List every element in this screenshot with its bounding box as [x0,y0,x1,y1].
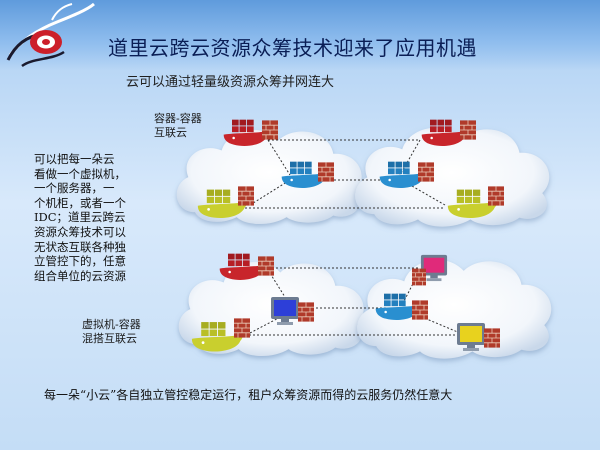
label-vm-container-text: 虚拟机-容器 混搭互联云 [82,318,141,345]
description-line: 无状态互联各种独 [34,239,126,254]
logo-swirl-icon [6,2,95,68]
description-line: IDC；道里云跨云 [34,210,126,225]
label-vm-container-cloud: 虚拟机-容器 混搭互联云 [82,318,141,346]
description-line: 立管控下的，任意 [34,254,126,269]
brick-firewall-icon [460,120,476,140]
page-subtitle: 云可以通过轻量级资源众筹并网连大 [126,75,335,90]
brick-firewall-icon [318,162,334,182]
brick-firewall-icon [418,162,434,182]
description-line: 资源众筹技术可以 [34,224,126,239]
header-band [0,0,600,70]
brick-firewall-icon [412,268,426,286]
page-title: 道里云跨云资源众筹技术迎来了应用机遇 [108,36,477,60]
brick-firewall-icon [488,186,504,206]
label-container-cloud: 容器-容器 互联云 [154,112,202,140]
description-line: 个机柜，或者一个 [34,195,126,210]
brick-firewall-icon [258,256,274,276]
brick-firewall-icon [298,302,314,322]
description: 可以把每一朵云 看做一个虚拟机， 一个服务器，一 个机柜，或者一个 IDC；道里… [34,152,164,283]
brick-firewall-icon [234,318,250,338]
brick-firewall-icon [262,120,278,140]
description-line: 可以把每一朵云 [34,152,115,166]
description-line: 一个服务器，一 [34,181,115,196]
brick-firewall-icon [484,328,500,348]
brick-firewall-icon [412,300,428,320]
description-line: 看做一个虚拟机， [34,166,126,181]
label-container-text: 容器-容器 互联云 [154,112,202,139]
description-line: 组合单位的云资源 [34,268,126,283]
footer-text: 每一朵“小云”各自独立管控稳定运行，租户众筹资源而得的云服务仍然任意大 [44,388,453,402]
brick-firewall-icon [238,186,254,206]
